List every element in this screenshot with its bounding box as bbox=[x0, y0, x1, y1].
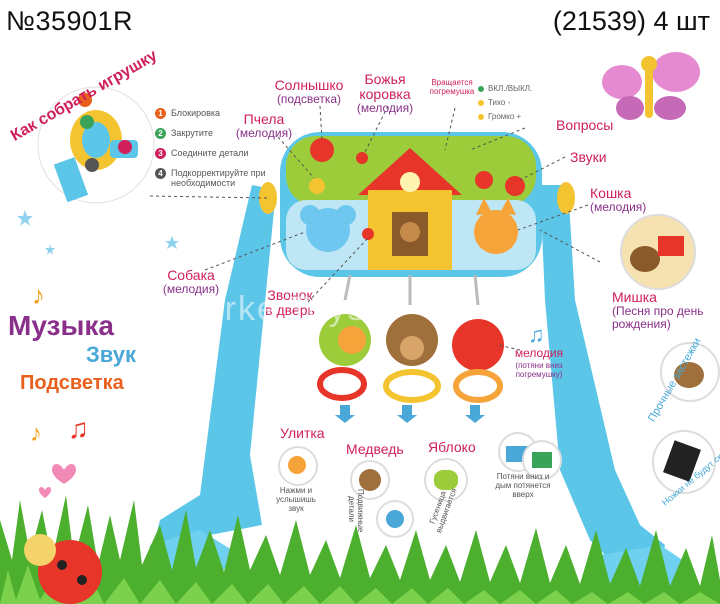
caterpillar-image bbox=[434, 470, 458, 490]
label-rotating-rattle: Вращается погремушка bbox=[429, 78, 475, 96]
assembly-step-1: 1 Блокировка bbox=[155, 108, 220, 119]
music-note-icon: ♪ bbox=[30, 420, 42, 447]
control-quiet: Тихо - bbox=[478, 98, 510, 107]
star-decor bbox=[45, 244, 55, 255]
loud-indicator bbox=[478, 113, 484, 120]
bear-image bbox=[359, 469, 381, 491]
train-smoke-image bbox=[532, 452, 552, 468]
step-text: Соедините детали bbox=[171, 148, 249, 158]
ladybug-decor bbox=[24, 534, 102, 604]
label-questions: Вопросы bbox=[556, 117, 614, 133]
feature-music: Музыка bbox=[8, 310, 114, 341]
label-dog-sub: (мелодия) bbox=[162, 282, 220, 296]
inset-clasps bbox=[660, 342, 720, 402]
label-doorbell-line2: в дверь bbox=[265, 302, 315, 318]
label-ladybug-title: Божья коровка bbox=[359, 71, 411, 102]
label-bear-toy-sub: (Песня про день рождения) bbox=[612, 304, 704, 331]
power-indicator bbox=[478, 85, 484, 92]
label-bear: Медведь bbox=[346, 441, 404, 457]
label-bear-toy-title: Мишка bbox=[612, 289, 657, 305]
snail-image bbox=[288, 456, 306, 474]
music-notes-icon: ♫ bbox=[68, 413, 89, 444]
label-melody-sub: (потяни вниз погремушку) bbox=[515, 361, 563, 379]
label-cat-title: Кошка bbox=[590, 185, 632, 201]
hanging-rattles bbox=[317, 274, 504, 403]
step-text: Закрутите bbox=[171, 128, 213, 138]
inset-train-smoke bbox=[522, 440, 562, 480]
step-number: 1 bbox=[155, 108, 166, 119]
inset-bear-parts bbox=[376, 500, 414, 538]
feature-sound: Звук bbox=[86, 342, 137, 367]
step-text: Подкорректируйте при необходимости bbox=[171, 168, 266, 188]
note-snail: Нажми и услышишь звук bbox=[276, 486, 316, 513]
assembly-step-3: 3 Соедините детали bbox=[155, 148, 248, 159]
control-power: ВКЛ./ВЫКЛ. bbox=[478, 84, 532, 93]
assembly-step-2: 2 Закрутите bbox=[155, 128, 213, 139]
label-ladybug: Божья коровка (мелодия) bbox=[352, 72, 418, 115]
heart-decor bbox=[39, 487, 51, 498]
assembly-step-4: 4 Подкорректируйте при необходимости bbox=[155, 168, 275, 188]
label-dog-title: Собака bbox=[167, 267, 215, 283]
star-decor bbox=[165, 236, 179, 249]
down-arrows bbox=[335, 405, 485, 423]
label-doorbell-line1: Звонок bbox=[267, 287, 313, 303]
grass bbox=[0, 495, 720, 604]
label-melody-title: мелодия bbox=[514, 346, 564, 360]
label-sun: Солнышко (подсветка) bbox=[268, 78, 350, 106]
gift-box-image bbox=[658, 236, 684, 256]
inset-snail bbox=[278, 446, 318, 486]
bear-toy-image bbox=[630, 246, 660, 272]
step-number: 3 bbox=[155, 148, 166, 159]
step-number: 2 bbox=[155, 128, 166, 139]
inset-apple bbox=[424, 458, 468, 502]
inset-bear-toy bbox=[620, 214, 696, 290]
control-loud: Громко + bbox=[478, 112, 521, 121]
label-doorbell: Звонок в дверь bbox=[262, 288, 318, 318]
control-power-label: ВКЛ./ВЫКЛ. bbox=[488, 84, 533, 93]
control-loud-label: Громко + bbox=[488, 112, 522, 121]
assembly-diagram bbox=[37, 86, 155, 204]
inset-bear bbox=[350, 460, 390, 500]
label-cat-sub: (мелодия) bbox=[590, 200, 647, 214]
clasp-bear-image bbox=[674, 362, 704, 388]
music-note-icon: ♫ bbox=[528, 322, 545, 347]
note-train: Потяни вниз и дым потянется вверх bbox=[495, 472, 551, 499]
inset-legs-lock bbox=[652, 430, 716, 494]
label-apple: Яблоко bbox=[428, 439, 476, 455]
label-bee: Пчела (мелодия) bbox=[232, 112, 296, 140]
article-number: №35901R bbox=[6, 6, 134, 36]
label-dog: Собака (мелодия) bbox=[160, 268, 222, 296]
label-bee-sub: (мелодия) bbox=[235, 126, 293, 140]
heart-decor bbox=[52, 464, 76, 484]
label-sun-sub: (подсветка) bbox=[276, 92, 342, 106]
note-bear: Подвижные детали bbox=[347, 489, 365, 533]
star-decor bbox=[17, 210, 33, 226]
watermark: Erke Toys bbox=[200, 290, 367, 328]
play-panel bbox=[280, 132, 542, 277]
step-number: 4 bbox=[155, 168, 166, 179]
label-cat: Кошка (мелодия) bbox=[590, 186, 646, 214]
quantity-label: (21539) 4 шт bbox=[552, 6, 710, 36]
feature-light: Подсветка bbox=[20, 372, 124, 394]
label-ladybug-sub: (мелодия) bbox=[356, 101, 414, 115]
music-note-icon: ♪ bbox=[32, 280, 45, 310]
label-melody: мелодия (потяни вниз погремушку) bbox=[504, 346, 574, 379]
leader-lines bbox=[149, 105, 601, 351]
step-text: Блокировка bbox=[171, 108, 221, 118]
label-snail: Улитка bbox=[280, 425, 325, 441]
label-bear-toy: Мишка (Песня про день рождения) bbox=[612, 290, 712, 331]
control-quiet-label: Тихо - bbox=[488, 98, 511, 107]
label-sounds: Звуки bbox=[570, 149, 607, 165]
label-sun-title: Солнышко bbox=[274, 77, 344, 93]
bear-parts-image bbox=[386, 510, 404, 528]
quiet-indicator bbox=[478, 99, 484, 106]
label-bee-title: Пчела bbox=[243, 111, 285, 127]
butterfly-decor bbox=[602, 52, 700, 120]
